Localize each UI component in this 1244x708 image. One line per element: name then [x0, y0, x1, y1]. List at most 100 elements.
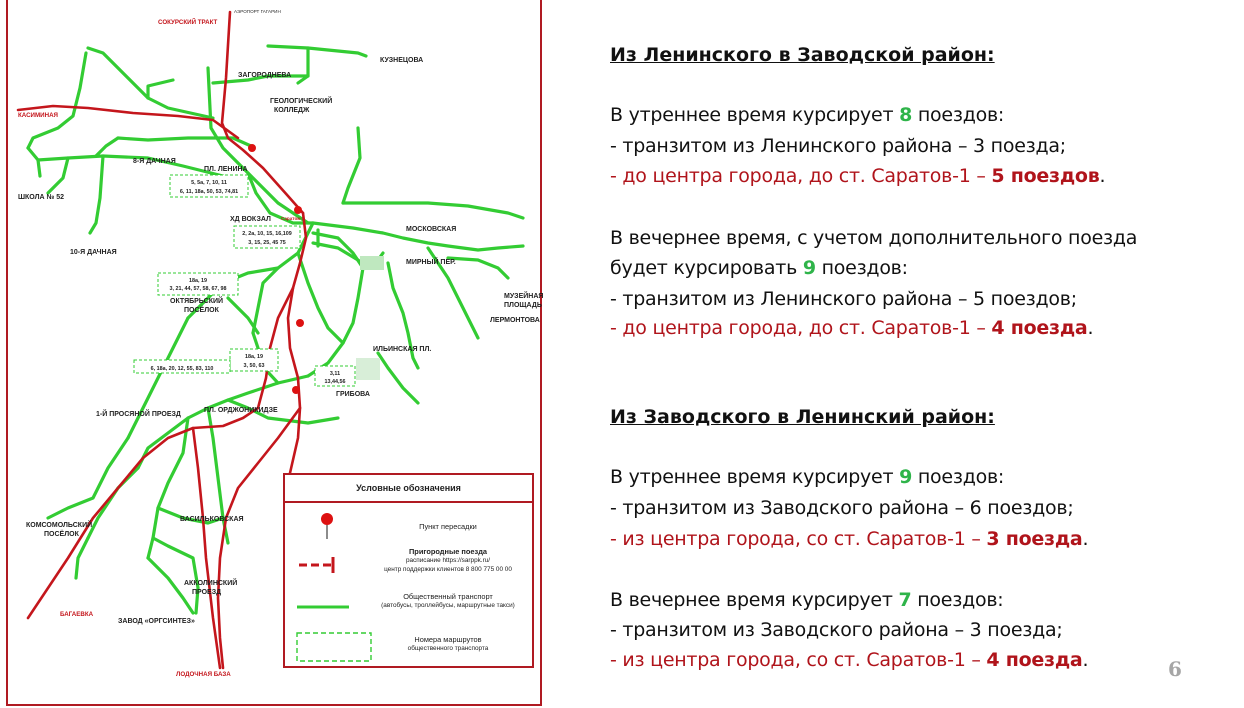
- station-label: ОКТЯБРЬСКИЙ: [170, 296, 223, 305]
- transfer-pin-icon: [293, 511, 353, 546]
- morning2-transit-line: - транзитом из Заводского района – 6 пое…: [610, 497, 1074, 519]
- text-fragment: В вечернее время курсирует: [610, 589, 899, 611]
- train-count: 3 поезда: [986, 528, 1083, 550]
- transit-map: 5, 5а, 7, 10, 11 6, 11, 18а, 50, 53, 74,…: [6, 0, 543, 706]
- train-count: 5 поездов: [991, 165, 1100, 187]
- park-block: [356, 358, 380, 380]
- legend-row-public: Общественный транспорт (автобусы, тролле…: [285, 590, 532, 624]
- heading-zavodskoy-to-leninsky: Из Заводского в Ленинский район:: [610, 406, 995, 428]
- station-label: КУЗНЕЦОВА: [380, 57, 423, 64]
- morning1-transit-line: - транзитом из Ленинского района – 3 пое…: [610, 135, 1066, 157]
- text-fragment: - из центра города, со ст. Саратов-1 –: [610, 649, 987, 671]
- train-count: 4 поезда: [991, 317, 1088, 339]
- route-label: 2, 2а, 10, 15, 16,109: [242, 231, 291, 237]
- transit-map-drawing: 5, 5а, 7, 10, 11 6, 11, 18а, 50, 53, 74,…: [16, 9, 543, 678]
- route-label: 13,44,56: [325, 379, 346, 385]
- legend-public-sub: (автобусы, троллейбусы, маршрутные такси…: [381, 602, 515, 609]
- station-label: ПЛОЩАДЬ: [504, 302, 542, 309]
- morning2-line: В утреннее время курсирует 9 поездов:: [610, 466, 1004, 488]
- train-count: 9: [899, 466, 913, 488]
- legend-public-title: Общественный транспорт: [403, 592, 493, 601]
- legend-routes-sub: общественного транспорта: [407, 645, 489, 652]
- station-label: ЛЕРМОНТОВА: [490, 317, 540, 324]
- text-fragment: поездов:: [911, 589, 1004, 611]
- station-label: СОКУРСКИЙ ТРАКТ: [158, 18, 217, 26]
- evening2-line: В вечернее время курсирует 7 поездов:: [610, 589, 1004, 611]
- station-label: МУЗЕЙНАЯ: [504, 291, 543, 300]
- transfer-pin-icon: [294, 206, 302, 214]
- legend-transfer-label: Пункт пересадки: [419, 522, 477, 531]
- heading-leninsky-to-zavodskoy: Из Ленинского в Заводской район:: [610, 44, 995, 66]
- station-label: АЭРОПОРТ ГАГАРИН: [234, 9, 281, 14]
- route-label: 18а, 19: [245, 354, 263, 360]
- text-fragment: В утреннее время курсирует: [610, 104, 900, 126]
- station-label: ПЛ. ЛЕНИНА: [204, 166, 248, 173]
- transfer-pin-icon: [296, 319, 304, 327]
- station-label: Саратов-1: [281, 216, 305, 221]
- station-label: ШКОЛА № 52: [18, 193, 64, 201]
- route-label: 5, 5а, 7, 10, 11: [191, 180, 227, 186]
- station-label: КОЛЛЕДЖ: [274, 107, 310, 114]
- route-label: 6, 11, 18а, 50, 53, 74,81: [180, 189, 238, 195]
- evening2-transit-line: - транзитом из Заводского района – 3 пое…: [610, 619, 1063, 641]
- legend-suburban-phone: центр поддержки клиентов 8 800 775 00 00: [384, 566, 512, 573]
- text-fragment: - до центра города, до ст. Саратов-1 –: [610, 165, 992, 187]
- suburban-rail-lines: [16, 10, 308, 670]
- transfer-pin-icon: [292, 386, 300, 394]
- station-label: ГРИБОВА: [336, 391, 370, 398]
- morning1-center-line: - до центра города, до ст. Саратов-1 – 5…: [610, 165, 1106, 187]
- map-legend: Условные обозначения Пункт пересадки При…: [283, 473, 534, 668]
- station-label: ПЛ. ОРДЖОНИКИДЗЕ: [204, 407, 278, 414]
- station-label: КОМСОМОЛЬСКИЙ: [26, 520, 92, 529]
- station-label: ЗАВОД «ОРГСИНТЕЗ»: [118, 618, 195, 625]
- interchange-block: [360, 256, 384, 270]
- route-label: 3, 15, 25, 45 75: [248, 240, 285, 246]
- legend-row-transfer: Пункт пересадки: [285, 511, 532, 541]
- legend-title: Условные обозначения: [285, 475, 532, 503]
- legend-row-routes: Номера маршрутов общественного транспорт…: [285, 629, 532, 663]
- evening1-transit-line: - транзитом из Ленинского района – 5 пое…: [610, 288, 1077, 310]
- rail-line-icon: [293, 555, 353, 580]
- route-box-icon: [293, 631, 372, 668]
- station-label: ПОСЁЛОК: [184, 306, 220, 314]
- route-label: 3, 21, 44, 57, 58, 67, 98: [170, 286, 227, 292]
- station-label: 10-Я ДАЧНАЯ: [70, 249, 117, 256]
- text-fragment: .: [1099, 165, 1106, 187]
- transfer-pin-icon: [248, 144, 256, 152]
- transit-line-icon: [293, 600, 353, 618]
- route-number-boxes: [133, 174, 356, 387]
- station-label: ВАСИЛЬКОВСКАЯ: [180, 516, 244, 523]
- evening1-line2: будет курсировать 9 поездов:: [610, 257, 908, 279]
- station-label: МИРНЫЙ ПЕР.: [406, 257, 456, 266]
- evening2-center-line: - из центра города, со ст. Саратов-1 – 4…: [610, 649, 1089, 671]
- text-fragment: В утреннее время курсирует: [610, 466, 900, 488]
- morning2-center-line: - из центра города, со ст. Саратов-1 – 3…: [610, 528, 1089, 550]
- evening1-center-line: - до центра города, до ст. Саратов-1 – 4…: [610, 317, 1094, 339]
- text-fragment: поездов:: [815, 257, 908, 279]
- route-label: 3,11: [330, 371, 340, 377]
- text-fragment: .: [1087, 317, 1094, 339]
- text-fragment: - до центра города, до ст. Саратов-1 –: [610, 317, 992, 339]
- station-label: ЛОДОЧНАЯ БАЗА: [176, 671, 231, 678]
- station-label: 1-Й ПРОСЯНОЙ ПРОЕЗД: [96, 409, 181, 418]
- station-label: БАГАЕВКА: [60, 611, 94, 618]
- station-label: КАСИМИНАЯ: [18, 112, 59, 119]
- text-fragment: поездов:: [912, 104, 1005, 126]
- station-label: ПОСЁЛОК: [44, 530, 80, 538]
- station-label: ХД ВОКЗАЛ: [230, 216, 271, 223]
- route-label: 18а, 19: [189, 278, 207, 284]
- station-label: 8-Я ДАЧНАЯ: [133, 158, 176, 165]
- text-fragment: - из центра города, со ст. Саратов-1 –: [610, 528, 987, 550]
- legend-row-suburban: Пригородные поезда расписание https://sa…: [285, 545, 532, 585]
- morning1-line: В утреннее время курсирует 8 поездов:: [610, 104, 1004, 126]
- transfer-points: [248, 144, 304, 394]
- legend-routes-title: Номера маршрутов: [414, 635, 482, 644]
- train-count: 8: [899, 104, 913, 126]
- route-number-labels: 5, 5а, 7, 10, 11 6, 11, 18а, 50, 53, 74,…: [151, 180, 346, 385]
- legend-suburban-schedule: расписание https://sarppk.ru/: [405, 557, 491, 564]
- text-fragment: поездов:: [912, 466, 1005, 488]
- station-label: ИЛЬИНСКАЯ ПЛ.: [373, 346, 431, 353]
- text-fragment: будет курсировать: [610, 257, 803, 279]
- route-label: 3, 50, 63: [244, 363, 265, 369]
- station-label: ГЕОЛОГИЧЕСКИЙ: [270, 96, 332, 105]
